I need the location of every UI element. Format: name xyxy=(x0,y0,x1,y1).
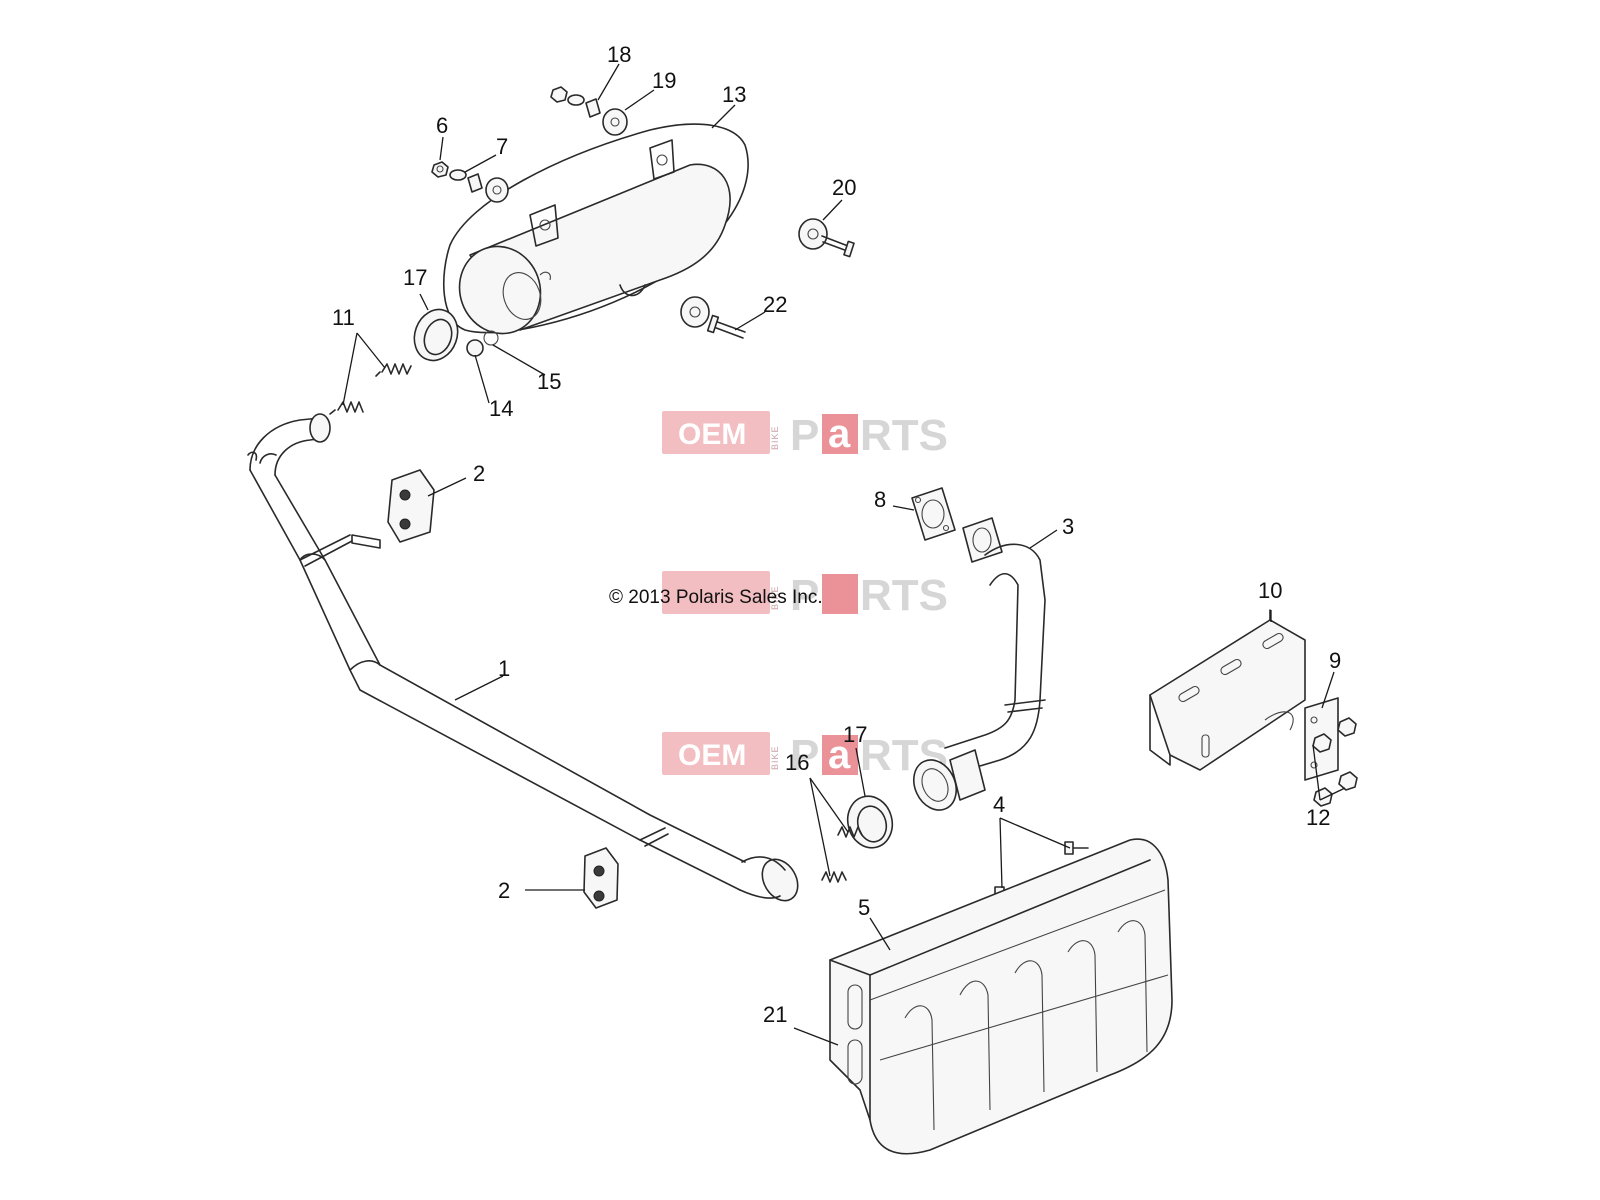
callout-12: 12 xyxy=(1306,805,1330,830)
callout-21: 21 xyxy=(763,1002,787,1027)
grommet-bolt-part-20 xyxy=(798,218,855,258)
callout-19: 19 xyxy=(652,68,676,93)
callout-11: 11 xyxy=(332,305,355,330)
callout-15: 15 xyxy=(537,369,561,394)
copyright-text: © 2013 Polaris Sales Inc. xyxy=(609,587,823,608)
svg-text:OEM: OEM xyxy=(678,418,746,451)
callout-1: 1 xyxy=(498,656,510,681)
callout-9: 9 xyxy=(1329,648,1341,673)
gasket-part-8 xyxy=(911,487,956,541)
svg-text:P: P xyxy=(790,411,819,460)
heat-shield-part-21 xyxy=(829,838,1173,1155)
svg-text:OEM: OEM xyxy=(678,739,746,772)
washer-part-7 xyxy=(449,169,509,203)
nut-part-6 xyxy=(431,161,449,178)
grommet-bolt-part-22 xyxy=(680,296,746,339)
svg-text:a: a xyxy=(828,733,851,777)
callout-labels: 1 2 2 3 4 5 6 7 8 9 10 11 12 13 14 15 16… xyxy=(332,42,1341,1027)
svg-text:RTS: RTS xyxy=(860,571,948,620)
head-pipe-part-1 xyxy=(247,413,799,902)
seal-ring-part-17-upper xyxy=(413,308,459,362)
callout-16: 16 xyxy=(785,750,809,775)
grommet-part-19 xyxy=(602,108,628,136)
spring-part-11 xyxy=(329,363,412,415)
svg-text:BIKE: BIKE xyxy=(770,425,780,450)
svg-text:RTS: RTS xyxy=(860,411,948,460)
nut-part-18 xyxy=(550,86,601,118)
isolator-part-2-lower xyxy=(583,847,619,909)
callout-8: 8 xyxy=(874,487,886,512)
callout-13: 13 xyxy=(722,82,746,107)
callout-10: 10 xyxy=(1258,578,1282,603)
callout-7: 7 xyxy=(496,134,508,159)
callout-17-lower: 17 xyxy=(843,722,867,747)
callout-6: 6 xyxy=(436,113,448,138)
svg-text:a: a xyxy=(828,412,851,456)
heat-shield-part-10 xyxy=(1149,609,1306,771)
callout-22: 22 xyxy=(763,292,787,317)
callout-3: 3 xyxy=(1062,514,1074,539)
isolator-part-2-upper xyxy=(387,469,435,543)
callout-18: 18 xyxy=(607,42,631,67)
svg-text:P: P xyxy=(790,731,819,780)
watermark-middle: BIKE P RTS xyxy=(662,571,948,620)
muffler-part-13 xyxy=(442,123,749,335)
callout-17-upper: 17 xyxy=(403,265,427,290)
seal-ring-part-17-lower xyxy=(846,795,894,849)
callout-20: 20 xyxy=(832,175,856,200)
exhaust-pipe-part-3 xyxy=(913,517,1046,811)
callout-2-lower: 2 xyxy=(498,878,510,903)
svg-text:P: P xyxy=(790,571,819,620)
callout-2-upper: 2 xyxy=(473,461,485,486)
svg-text:BIKE: BIKE xyxy=(770,745,780,770)
watermark-top: OEM BIKE P a RTS xyxy=(662,411,948,460)
watermark-bottom: OEM BIKE P a RTS xyxy=(662,731,948,780)
callout-5: 5 xyxy=(858,895,870,920)
spring-part-16 xyxy=(821,826,863,883)
callout-4: 4 xyxy=(993,792,1005,817)
clip-part-14-15 xyxy=(466,330,499,357)
svg-text:BIKE: BIKE xyxy=(770,585,780,610)
callout-14: 14 xyxy=(489,396,513,421)
leader-lines xyxy=(342,63,1346,1046)
